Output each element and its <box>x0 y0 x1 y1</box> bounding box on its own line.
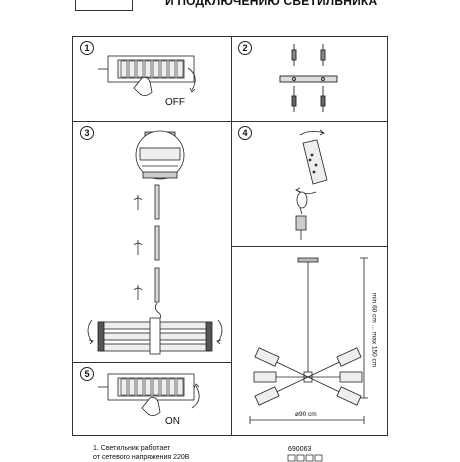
brand-logo-box <box>75 0 133 11</box>
dowel-icon <box>291 86 326 112</box>
light-bulb-icon <box>296 191 308 215</box>
screw-icon <box>133 195 143 300</box>
on-label: ON <box>165 416 180 427</box>
step-2-number: 2 <box>238 41 252 55</box>
fixture-body-icon <box>97 317 213 355</box>
note-line-1: 1. Светильник работает <box>93 445 171 452</box>
step-3-number: 3 <box>80 126 94 140</box>
off-label: OFF <box>165 97 185 108</box>
circuit-breaker-icon <box>98 373 200 409</box>
height-dimension-line <box>360 257 368 399</box>
page-title: И ПОДКЛЮЧЕНИЮ СВЕТИЛЬНИКА <box>165 0 378 8</box>
lamp-socket-icon <box>295 215 307 240</box>
certification-mark-icon <box>287 454 296 462</box>
step-5-panel <box>72 362 232 436</box>
certification-mark-icon <box>305 454 314 462</box>
certification-mark-icon <box>314 454 323 462</box>
certification-mark-icon <box>296 454 305 462</box>
step-5-number: 5 <box>80 367 94 381</box>
rotate-arrow-icon <box>295 129 325 194</box>
width-dimension-line <box>249 416 365 424</box>
article-number: 690063 <box>288 446 312 453</box>
ceiling-canopy-icon <box>135 130 185 180</box>
step-4-number: 4 <box>238 126 252 140</box>
note-line-2: от сетевого напряжения 220В <box>93 454 190 461</box>
circuit-breaker-icon <box>98 55 196 93</box>
chandelier-icon <box>253 257 363 406</box>
extension-rod-icon <box>154 184 161 322</box>
rotate-arrow-icon <box>87 319 223 345</box>
dimensions-panel <box>231 246 388 436</box>
hand-icon <box>133 77 153 96</box>
glass-shade-icon <box>302 139 328 185</box>
hand-icon <box>141 397 161 416</box>
mounting-plate-icon <box>279 75 338 83</box>
screw-icon <box>291 44 326 66</box>
diameter-dimension-label: ø90 cm <box>295 411 317 418</box>
step-1-number: 1 <box>80 41 94 55</box>
